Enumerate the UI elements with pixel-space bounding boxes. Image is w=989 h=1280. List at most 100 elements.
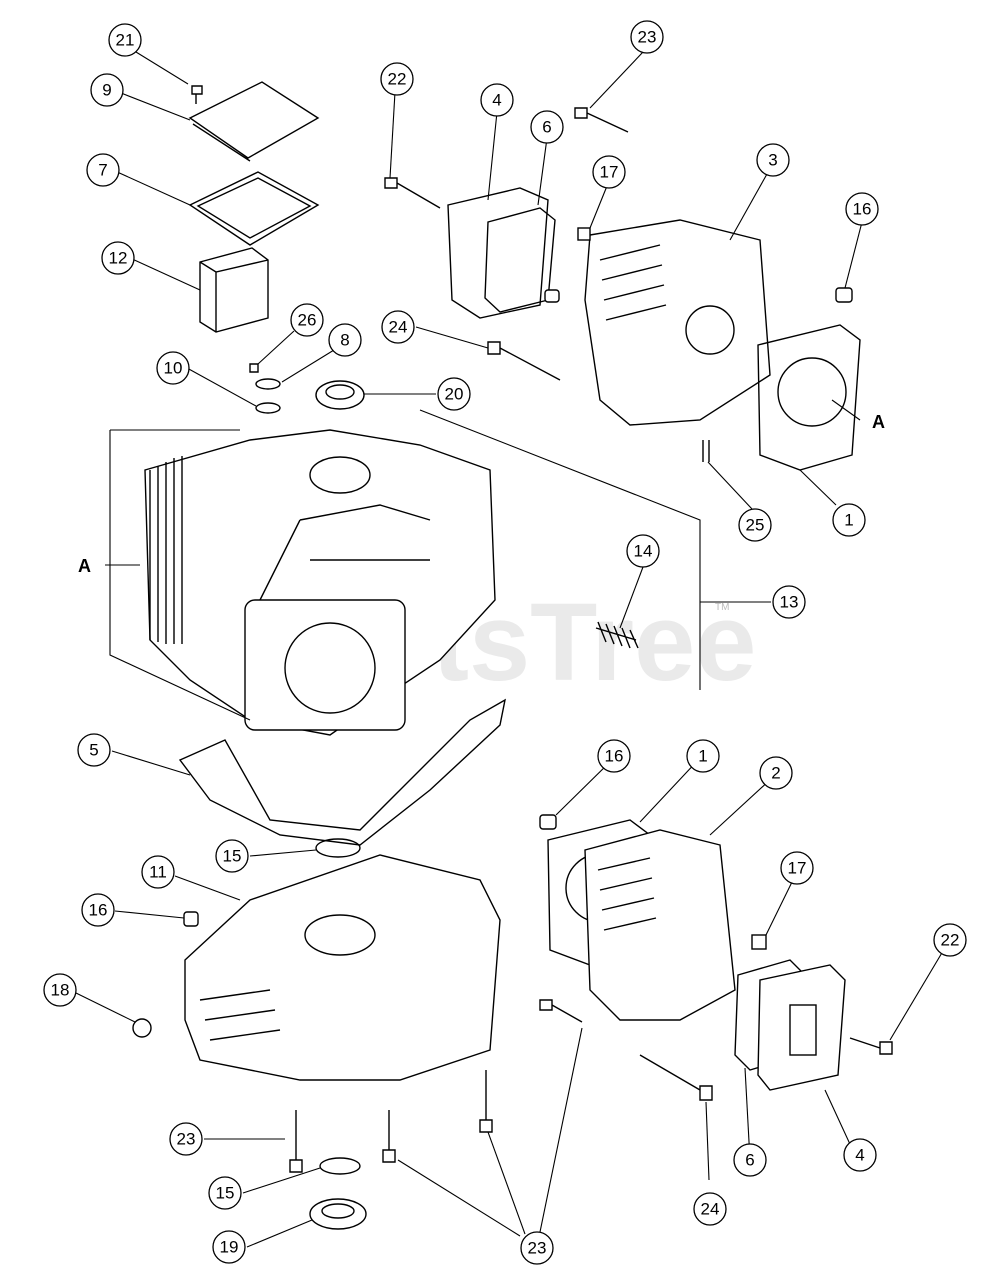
- callout-21-label: 21: [116, 31, 135, 50]
- part-crank-boss: [309, 456, 371, 494]
- part-crankcase-bore: [304, 914, 376, 956]
- part-head-2-fins: [597, 857, 657, 931]
- callout-23-bottom-label: 23: [528, 1239, 547, 1258]
- callout-1-top: 1: [832, 503, 866, 537]
- part-oring-15-bottom: [319, 1157, 361, 1175]
- callout-19: 19: [212, 1230, 246, 1264]
- callout-4-top: 4: [480, 83, 514, 117]
- callout-12: 12: [101, 241, 135, 275]
- callout-16-top: 16: [845, 192, 879, 226]
- reference-label-a-right: A: [872, 412, 885, 432]
- part-head-fins: [599, 244, 667, 321]
- callout-4-bottom-label: 4: [855, 1146, 864, 1165]
- part-dowel-16-left: [183, 911, 199, 927]
- callout-22-bottom: 22: [933, 923, 967, 957]
- callout-16-left: 16: [81, 893, 115, 927]
- callout-13-label: 13: [780, 593, 799, 612]
- callout-1-bottom-label: 1: [698, 747, 707, 766]
- part-filter-12: [199, 247, 269, 333]
- callout-8-label: 8: [340, 331, 349, 350]
- part-bolt-23-mid: [539, 999, 583, 1023]
- callout-25: 25: [738, 508, 772, 542]
- part-gasket-7: [188, 171, 320, 246]
- part-plug-18: [132, 1018, 152, 1038]
- callout-6-bottom: 6: [733, 1143, 767, 1177]
- callout-22-top-label: 22: [388, 70, 407, 89]
- callout-22-top: 22: [380, 62, 414, 96]
- part-seal-19-inner: [321, 1203, 355, 1219]
- part-plug-top: [544, 289, 560, 303]
- callout-22-bottom-label: 22: [941, 931, 960, 950]
- part-nut-17-top: [577, 227, 591, 241]
- callout-19-label: 19: [220, 1238, 239, 1257]
- callout-24-top-label: 24: [389, 318, 408, 337]
- part-crankcase-ribs: [199, 989, 281, 1041]
- callout-23-top: 23: [630, 20, 664, 54]
- callout-23-top-label: 23: [638, 28, 657, 47]
- callout-9: 9: [90, 73, 124, 107]
- part-seal-19: [309, 1198, 367, 1230]
- part-head-gasket-top-bore: [777, 357, 847, 427]
- callout-18: 18: [43, 973, 77, 1007]
- callout-6-top: 6: [530, 110, 564, 144]
- callout-4-bottom: 4: [843, 1138, 877, 1172]
- part-bolt-24-top: [487, 341, 561, 381]
- callout-7: 7: [86, 153, 120, 187]
- part-cylinder-fins: [149, 456, 183, 644]
- part-dowel-16-mid: [539, 814, 557, 830]
- part-head-gasket-top: [757, 324, 861, 471]
- callout-23-left-label: 23: [177, 1130, 196, 1149]
- callout-1-bottom: 1: [686, 739, 720, 773]
- callout-24-top: 24: [381, 310, 415, 344]
- part-clip-8: [255, 378, 281, 390]
- callout-15-top-label: 15: [223, 847, 242, 866]
- part-dowel-16-top: [835, 287, 853, 303]
- part-valve-cover-grille: [789, 1004, 817, 1056]
- callout-12-label: 12: [109, 249, 128, 268]
- callout-3: 3: [756, 143, 790, 177]
- part-screw-21: [191, 85, 203, 104]
- part-pin-25: [702, 440, 710, 462]
- part-cylinder-flange: [244, 599, 406, 731]
- callout-7-label: 7: [98, 161, 107, 180]
- callout-11-label: 11: [149, 863, 167, 882]
- part-bolt-23-c: [479, 1070, 493, 1133]
- part-bolt-22-top: [384, 177, 441, 209]
- callout-8: 8: [328, 323, 362, 357]
- part-cylinder-head-3: [584, 219, 771, 426]
- leader-lines: [75, 51, 947, 1248]
- callout-11: 11: [141, 855, 175, 889]
- callout-15-bottom: 15: [208, 1176, 242, 1210]
- callout-4-top-label: 4: [492, 91, 501, 110]
- callout-6-top-label: 6: [542, 118, 551, 137]
- part-head-port: [685, 305, 735, 355]
- callout-20-label: 20: [445, 385, 464, 404]
- callout-26-label: 26: [298, 311, 317, 330]
- part-clip-10: [255, 402, 281, 414]
- callout-18-label: 18: [51, 981, 70, 1000]
- callout-2: 2: [759, 756, 793, 790]
- callout-5-label: 5: [89, 741, 98, 760]
- callout-10: 10: [156, 351, 190, 385]
- callout-23-left: 23: [169, 1122, 203, 1156]
- part-bolt-22-bottom: [849, 1037, 893, 1055]
- part-oring-15-top: [315, 838, 361, 858]
- part-cylinder-head-2: [584, 829, 736, 1021]
- callout-1-top-label: 1: [844, 511, 853, 530]
- callout-26: 26: [290, 303, 324, 337]
- part-seal-20-inner: [325, 384, 355, 400]
- callout-5: 5: [77, 733, 111, 767]
- part-valve-cover-top: [447, 187, 549, 319]
- part-block-detail: [259, 504, 431, 601]
- callout-6-bottom-label: 6: [745, 1151, 754, 1170]
- reference-label-a-left: A: [78, 556, 91, 576]
- callout-24-bottom: 24: [693, 1192, 727, 1226]
- callout-15-top: 15: [215, 839, 249, 873]
- part-bolt-23-b: [382, 1110, 396, 1163]
- callout-16-top-label: 16: [853, 200, 872, 219]
- part-engine-block: [144, 429, 496, 736]
- callout-14: 14: [626, 534, 660, 568]
- callout-21: 21: [108, 23, 142, 57]
- part-small-26: [249, 363, 259, 373]
